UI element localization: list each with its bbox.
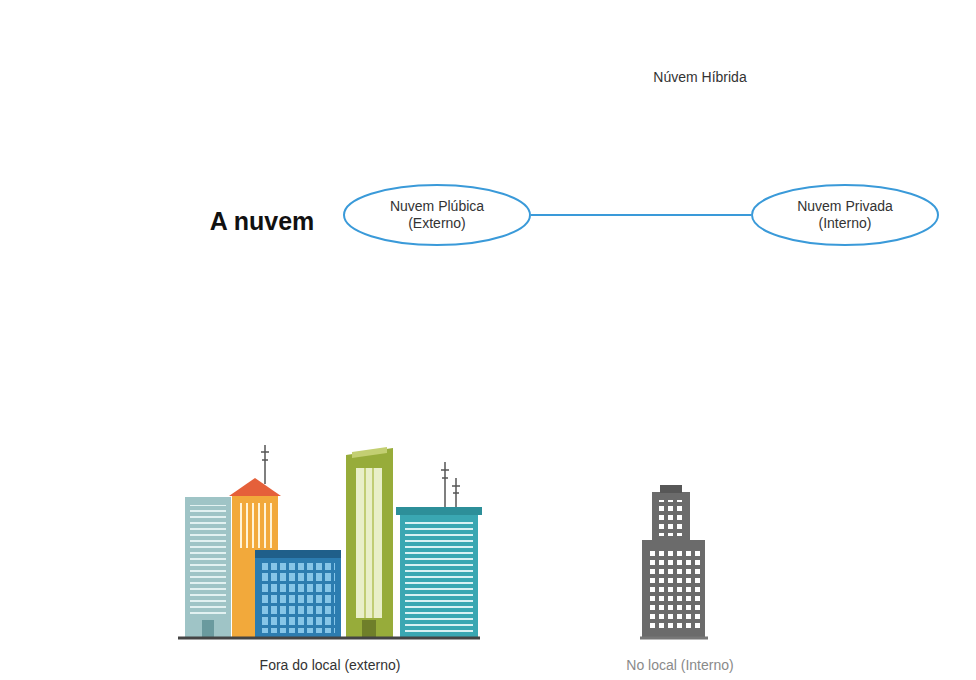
location-label: No local (Interno)	[626, 656, 733, 675]
caption-label: No local (Interno)	[626, 657, 733, 675]
building	[255, 550, 341, 638]
region-title: A nuvem	[210, 206, 315, 237]
connector-line	[531, 214, 751, 216]
building	[346, 448, 393, 638]
caption-label: Fora do local (externo)	[260, 657, 401, 675]
building	[400, 512, 478, 638]
cloud-ellipse: Nuvem Privada (Interno)	[751, 184, 939, 246]
node-label: Nuvem Plúbica (Externo)	[377, 198, 497, 233]
cloud-ellipse: Nuvem Plúbica (Externo)	[343, 184, 531, 246]
cloud-region: Nuvem Plúbica (Externo) A nuvem	[0, 0, 580, 395]
location-label: Fora do local (externo)	[260, 656, 401, 675]
node-label: Nuvem Privada (Interno)	[785, 198, 905, 233]
offsite-buildings	[178, 445, 482, 638]
building	[185, 497, 231, 638]
onsite-building	[640, 485, 708, 638]
region-title: Núvem Híbrida	[653, 69, 746, 87]
blank-ellipses	[110, 77, 358, 341]
